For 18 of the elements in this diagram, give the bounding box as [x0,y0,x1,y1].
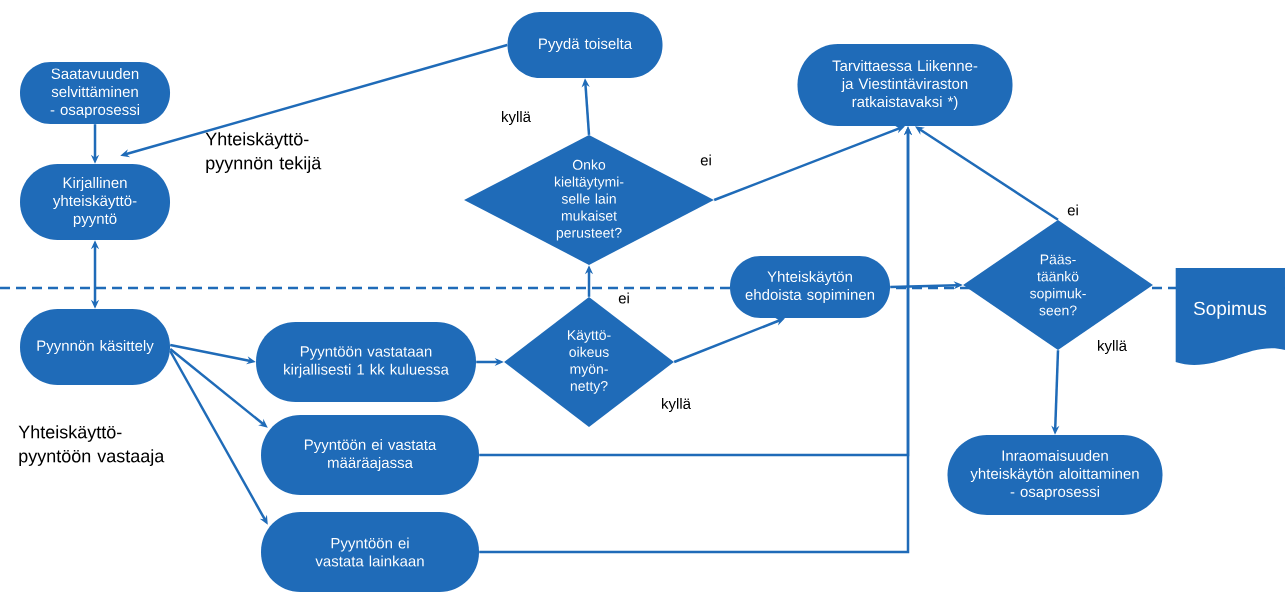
arrow [915,126,1059,221]
process-box: Pyydä toiselta [507,12,663,78]
edge-label: ei [1066,203,1080,217]
edge-label: ei [699,153,713,167]
arrow [169,348,268,428]
process-box: Pyyntöön ei vastata lainkaan [261,512,479,592]
lane-label: Yhteiskäyttö- pyynnön tekijä [205,132,322,173]
process-box: Kirjallinen yhteiskäyttö- pyyntö [20,164,170,240]
edge-label: kyllä [500,110,532,126]
process-box: Saatavuuden selvittäminen - osaprosessi [20,62,170,124]
arrow [673,317,785,364]
process-box: Tarvittaessa Liikenne- ja Viestintäviraston ratkaistavaksi *) [797,44,1013,126]
process-box: Pyyntöön ei vastata määräajassa [261,415,479,495]
process-box: Pyyntöön vastataan kirjallisesti 1 kk kuluessa [256,322,476,402]
process-box: Pyynnön käsittely [20,309,170,385]
process-box: Yhteiskäytön ehdoista sopiminen [730,256,890,318]
lane-label: Yhteiskäyttö- pyyntöön vastaaja [18,425,165,466]
process-box: Inraomaisuuden yhteiskäytön aloittaminen - osaprosessi [947,435,1163,515]
